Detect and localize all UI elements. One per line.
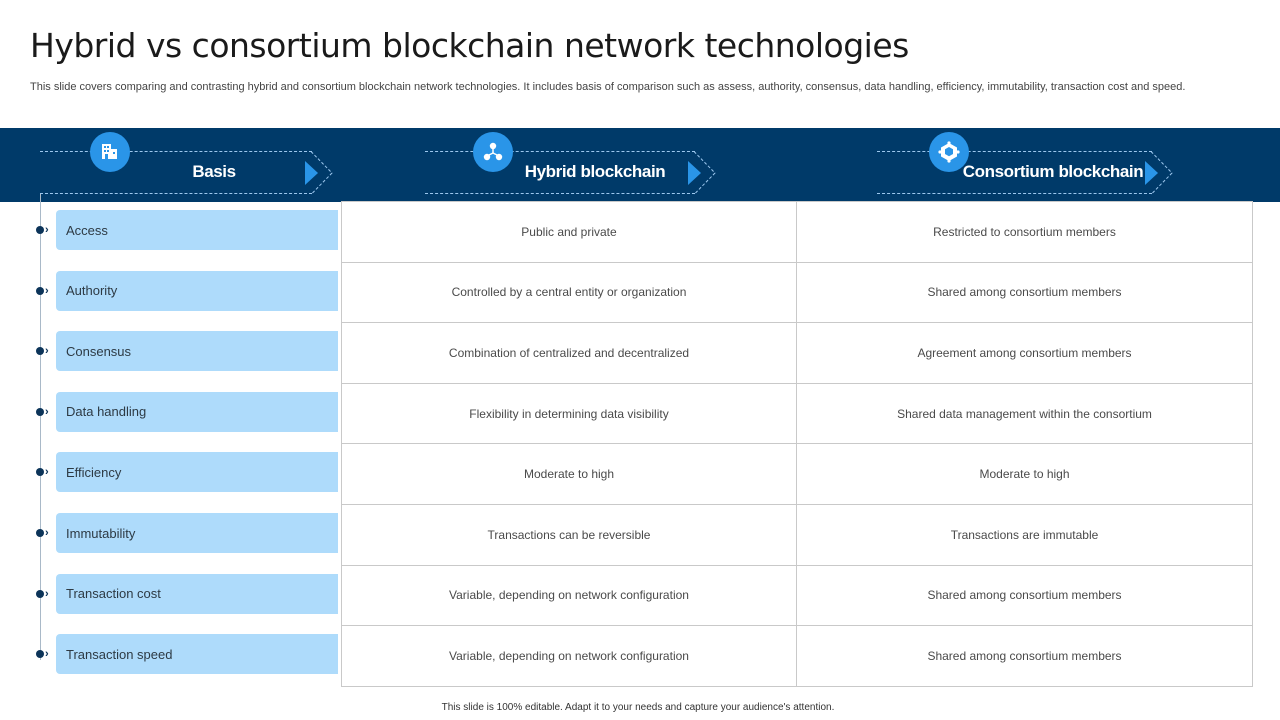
hybrid-cell: Flexibility in determining data visibili… <box>342 383 797 445</box>
chevron-right-icon: › <box>45 284 49 297</box>
footer-note: This slide is 100% editable. Adapt it to… <box>0 702 1280 713</box>
blockchain-cube-icon <box>929 132 969 172</box>
consortium-cell: Shared among consortium members <box>797 566 1252 627</box>
footer-text: This slide is 100% editable. Adapt it to… <box>441 702 835 713</box>
header-dashed-frame <box>425 151 695 194</box>
row-bullet <box>36 347 44 356</box>
hybrid-cell: Variable, depending on network configura… <box>342 626 797 687</box>
header-dashed-frame <box>877 151 1152 194</box>
column-header-consortium: Consortium blockchain <box>870 128 1180 202</box>
row-bullet <box>36 286 44 295</box>
hybrid-cell: Variable, depending on network configura… <box>342 565 797 627</box>
row-bullet <box>36 529 44 537</box>
basis-item: Access <box>56 210 338 250</box>
header-band <box>0 128 1280 202</box>
header-arrow-outline <box>1151 151 1173 195</box>
consortium-cell: Agreement among consortium members <box>797 323 1252 384</box>
header-triangle <box>1145 161 1158 185</box>
chevron-right-icon: › <box>45 527 49 539</box>
consortium-cell: Transactions are immutable <box>797 505 1252 566</box>
header-arrow-outline <box>694 151 716 195</box>
network-nodes-icon <box>473 132 513 172</box>
timeline-line <box>40 194 41 660</box>
row-bullet <box>36 407 44 416</box>
column-header-label: Hybrid blockchain <box>524 162 666 181</box>
row-bullet <box>36 650 44 659</box>
column-header-label: Basis <box>192 162 236 181</box>
column-header-label: Consortium blockchain <box>962 162 1144 181</box>
row-bullet <box>36 468 44 477</box>
page-subtitle: This slide covers comparing and contrast… <box>30 81 1186 93</box>
hybrid-cell: Transactions can be reversible <box>342 505 797 566</box>
building-icon <box>90 132 130 172</box>
basis-item: Immutability <box>56 513 338 553</box>
column-header-hybrid: Hybrid blockchain <box>420 128 720 202</box>
chevron-right-icon: › <box>45 224 49 236</box>
consortium-cell: Shared among consortium members <box>797 263 1252 324</box>
header-arrow-outline <box>311 151 333 195</box>
consortium-cell: Restricted to consortium members <box>797 202 1252 263</box>
header-dashed-frame <box>40 151 312 194</box>
page-title: Hybrid vs consortium blockchain network … <box>30 26 909 65</box>
basis-item: Transaction speed <box>56 634 338 675</box>
consortium-cell: Shared among consortium members <box>927 649 1122 664</box>
chevron-right-icon: › <box>45 587 49 600</box>
chevron-right-icon: › <box>45 648 49 661</box>
hybrid-cell: Public and private <box>342 202 797 263</box>
hybrid-cell: Controlled by a central entity or organi… <box>342 262 797 324</box>
header-triangle <box>688 161 701 185</box>
basis-item: Data handling <box>56 391 338 432</box>
header-triangle <box>305 161 318 185</box>
row-bullet <box>36 226 44 234</box>
column-header-basis: Basis <box>0 128 340 202</box>
basis-item: Efficiency <box>56 452 338 493</box>
consortium-cell: Shared data management within the consor… <box>797 384 1252 445</box>
chevron-right-icon: › <box>45 345 49 358</box>
basis-item: Authority <box>56 270 338 311</box>
hybrid-cell: Combination of centralized and decentral… <box>342 323 797 384</box>
consortium-cell: Moderate to high <box>797 444 1252 505</box>
row-bullet <box>36 589 44 598</box>
basis-item: Consensus <box>56 331 338 372</box>
basis-item: Transaction cost <box>56 573 338 614</box>
hybrid-cell: Moderate to high <box>342 444 797 505</box>
chevron-right-icon: › <box>45 466 49 479</box>
chevron-right-icon: › <box>45 405 49 418</box>
